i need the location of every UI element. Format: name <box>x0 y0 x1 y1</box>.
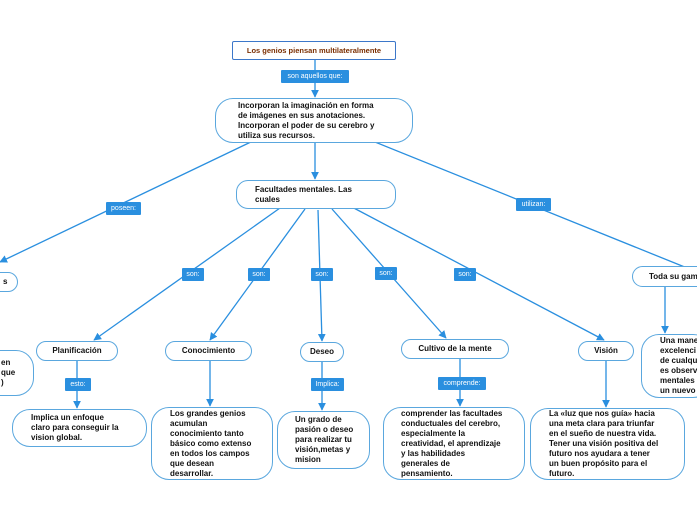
deseo-node[interactable]: Deseo <box>300 342 344 362</box>
main-title-text: Los genios piensan multilateralmente <box>246 45 382 55</box>
label-poseen[interactable]: poseen: <box>106 202 141 215</box>
comprender-node[interactable]: comprender las facultades conductuales d… <box>383 407 525 480</box>
left-partial-text: s <box>3 277 8 286</box>
vision-node[interactable]: Visión <box>578 341 634 361</box>
label-comprende[interactable]: comprende: <box>438 377 486 390</box>
label-esto[interactable]: esto: <box>65 378 91 391</box>
label-son-1[interactable]: son: <box>182 268 204 281</box>
grado-pasion-node[interactable]: Un grado de pasión o deseo para realizar… <box>277 411 370 469</box>
incorporan-text: Incorporan la imaginación en forma de im… <box>238 100 375 140</box>
implica-enfoque-text: Implica un enfoque claro para conseguir … <box>31 413 119 442</box>
label-implica[interactable]: Implica: <box>311 378 344 391</box>
label-son-2[interactable]: son: <box>248 268 270 281</box>
luz-guia-text: La «luz que nos guía» hacia una meta cla… <box>549 409 659 478</box>
left-partial-desc-text: en que ) <box>1 358 16 387</box>
facultades-text: Facultades mentales. Las cuales <box>255 184 352 204</box>
toda-su-gama-node[interactable]: Toda su gam <box>632 266 697 287</box>
vision-text: Visión <box>594 346 618 355</box>
label-son-5[interactable]: son: <box>454 268 476 281</box>
deseo-text: Deseo <box>309 347 334 356</box>
left-partial-desc-node[interactable]: en que ) <box>0 350 34 396</box>
label-son-3[interactable]: son: <box>311 268 333 281</box>
label-son-aquellos[interactable]: son aquellos que: <box>281 70 349 83</box>
implica-enfoque-node[interactable]: Implica un enfoque claro para conseguir … <box>12 409 147 447</box>
planificacion-text: Planificación <box>52 346 102 355</box>
planificacion-node[interactable]: Planificación <box>36 341 118 361</box>
label-utilizan[interactable]: utilizan: <box>516 198 551 211</box>
grado-pasion-text: Un grado de pasión o deseo para realizar… <box>295 415 354 464</box>
incorporan-node[interactable]: Incorporan la imaginación en forma de im… <box>215 98 413 143</box>
facultades-node[interactable]: Facultades mentales. Las cuales <box>236 180 396 209</box>
luz-guia-node[interactable]: La «luz que nos guía» hacia una meta cla… <box>530 408 685 480</box>
una-manera-node[interactable]: Una mane excelenci de cualqu es observ m… <box>641 334 697 398</box>
label-son-4[interactable]: son: <box>375 267 397 280</box>
conocimiento-node[interactable]: Conocimiento <box>165 341 252 361</box>
connector-incorporan-left <box>0 139 256 263</box>
grandes-genios-node[interactable]: Los grandes genios acumulan conocimiento… <box>151 407 273 480</box>
connector-facultades-vision <box>349 205 605 341</box>
conocimiento-text: Conocimiento <box>181 346 236 355</box>
grandes-genios-text: Los grandes genios acumulan conocimiento… <box>170 408 252 478</box>
cultivo-text: Cultivo de la mente <box>418 344 492 353</box>
una-manera-text: Una mane excelenci de cualqu es observ m… <box>660 336 697 395</box>
comprender-text: comprender las facultades conductuales d… <box>401 408 503 478</box>
left-partial-node[interactable]: s <box>0 272 18 292</box>
toda-su-gama-text: Toda su gam <box>649 271 697 281</box>
cultivo-node[interactable]: Cultivo de la mente <box>401 339 509 359</box>
main-title-node[interactable]: Los genios piensan multilateralmente <box>232 41 396 60</box>
